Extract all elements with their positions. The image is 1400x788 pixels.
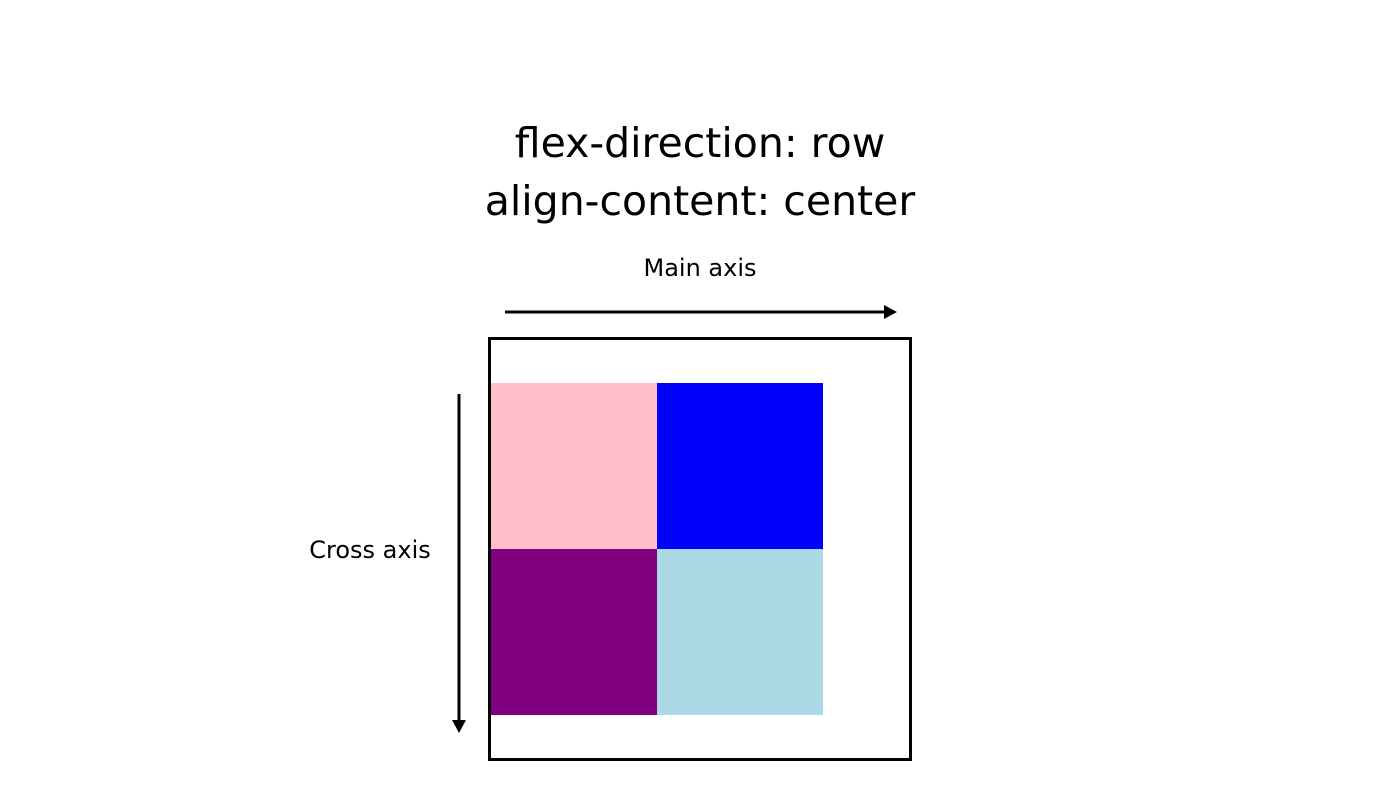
flex-item-pink [491,383,657,549]
main-axis-arrow [505,305,897,319]
diagram-title-line-2: align-content: center [484,177,916,225]
diagram-title-line-1: flex-direction: row [514,119,886,167]
cross-axis-arrow-head [452,720,466,733]
cross-axis-label: Cross axis [309,536,431,564]
main-axis-arrow-head [884,305,897,319]
flex-container [488,337,912,761]
main-axis-label: Main axis [643,254,757,282]
flex-item-purple [491,549,657,715]
cross-axis-arrow [452,394,466,733]
flex-item-light-blue [657,549,823,715]
flex-item-blue [657,383,823,549]
